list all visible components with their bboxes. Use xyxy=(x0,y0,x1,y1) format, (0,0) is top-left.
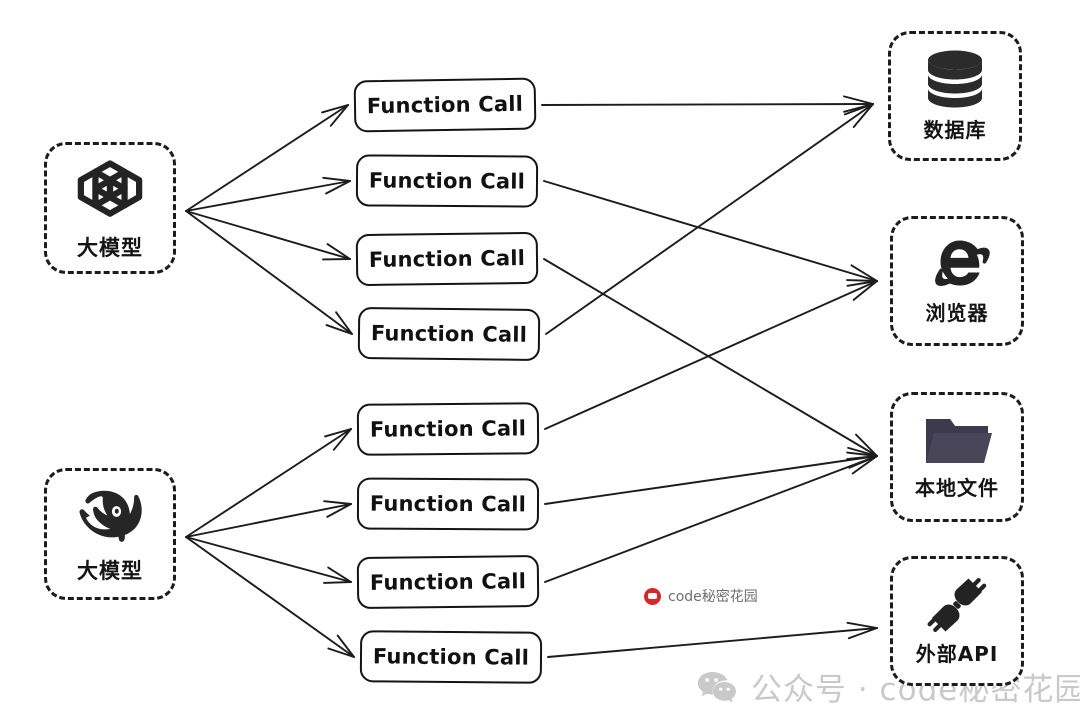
function-call-label: Function Call xyxy=(372,644,530,670)
function-call-box[interactable]: Function Call xyxy=(355,154,539,208)
red-badge-icon xyxy=(644,587,661,605)
openai-logo-icon xyxy=(73,154,147,228)
internet-explorer-icon xyxy=(923,236,991,294)
watermark-inline-text: code秘密花园 xyxy=(668,589,758,605)
tool-node-local-files[interactable]: 本地文件 xyxy=(890,392,1024,522)
model-node-openai[interactable]: 大模型 xyxy=(44,142,176,274)
function-call-box[interactable]: Function Call xyxy=(353,77,537,133)
tool-node-browser[interactable]: 浏览器 xyxy=(890,216,1024,346)
tool-node-external-api-label: 外部API xyxy=(915,642,999,666)
tool-node-database-label: 数据库 xyxy=(923,118,987,142)
function-call-label: Function Call xyxy=(369,416,527,442)
watermark-inline: code秘密花园 xyxy=(644,586,758,606)
plug-connector-icon xyxy=(924,575,990,635)
model-node-deepseek-label: 大模型 xyxy=(77,559,143,583)
function-call-label: Function Call xyxy=(368,168,526,194)
deepseek-whale-icon xyxy=(69,483,151,551)
folder-icon xyxy=(922,413,992,469)
function-call-label: Function Call xyxy=(370,321,528,347)
function-call-box[interactable]: Function Call xyxy=(356,555,540,609)
function-call-box[interactable]: Function Call xyxy=(357,307,541,361)
model-node-openai-label: 大模型 xyxy=(77,236,143,260)
function-call-box[interactable]: Function Call xyxy=(355,231,539,287)
function-call-box[interactable]: Function Call xyxy=(356,402,540,456)
function-call-box[interactable]: Function Call xyxy=(356,477,540,531)
wechat-icon xyxy=(697,670,737,704)
function-call-label: Function Call xyxy=(369,569,527,595)
function-call-label: Function Call xyxy=(366,91,524,119)
tool-node-database[interactable]: 数据库 xyxy=(888,31,1022,161)
function-call-label: Function Call xyxy=(368,246,526,272)
tool-node-local-files-label: 本地文件 xyxy=(915,476,999,500)
function-call-label: Function Call xyxy=(369,491,527,517)
tool-node-browser-label: 浏览器 xyxy=(925,301,989,325)
model-node-deepseek[interactable]: 大模型 xyxy=(44,468,176,600)
tool-node-external-api[interactable]: 外部API xyxy=(890,556,1024,686)
database-cylinder-icon xyxy=(923,49,987,111)
function-call-box[interactable]: Function Call xyxy=(359,630,543,684)
